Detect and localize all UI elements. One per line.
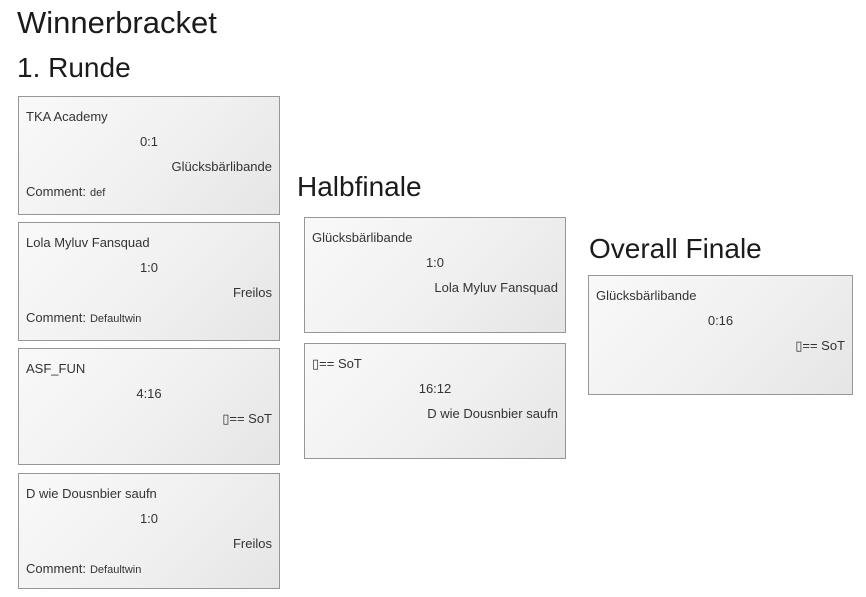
round-title-overall-finale: Overall Finale	[589, 233, 762, 264]
team2-name: Freilos	[232, 285, 272, 300]
match-score: 1:0	[139, 511, 159, 526]
comment-value: Defaultwin	[89, 313, 142, 325]
team1-name: Glücksbärlibande	[312, 230, 413, 245]
match-card[interactable]: Glücksbärlibande 1:0 Lola Myluv Fansquad	[304, 217, 566, 333]
team2-name: Glücksbärlibande	[171, 159, 272, 174]
team1-name: Glücksbärlibande	[596, 288, 697, 303]
match-comment: Comment:def	[26, 179, 272, 204]
match-card[interactable]: D wie Dousnbier saufn 1:0 Freilos Commen…	[18, 473, 280, 589]
match-score: 0:1	[139, 134, 159, 149]
match-score: 1:0	[425, 255, 445, 270]
bracket-title: Winnerbracket	[17, 5, 217, 40]
match-comment: Comment:Defaultwin	[26, 556, 272, 581]
team1-name: D wie Dousnbier saufn	[26, 486, 157, 501]
match-score: 1:0	[139, 260, 159, 275]
match-score: 0:16	[707, 313, 734, 328]
round-title-halbfinale: Halbfinale	[297, 171, 422, 202]
comment-label: Comment:	[26, 184, 86, 199]
team1-name: Lola Myluv Fansquad	[26, 235, 150, 250]
team2-name: ▯== SoT	[222, 411, 272, 426]
match-comment: Comment:Defaultwin	[26, 305, 272, 330]
match-card[interactable]: Lola Myluv Fansquad 1:0 Freilos Comment:…	[18, 222, 280, 341]
team2-name: ▯== SoT	[795, 338, 845, 353]
comment-value: def	[89, 187, 106, 199]
match-card[interactable]: Glücksbärlibande 0:16 ▯== SoT	[588, 275, 853, 395]
comment-label: Comment:	[26, 561, 86, 576]
comment-value: Defaultwin	[89, 564, 142, 576]
round-title-1-runde: 1. Runde	[17, 52, 131, 83]
match-score: 16:12	[418, 381, 452, 396]
team2-name: Freilos	[232, 536, 272, 551]
team2-name: Lola Myluv Fansquad	[434, 280, 558, 295]
team1-name: ▯== SoT	[312, 356, 362, 371]
match-card[interactable]: ▯== SoT 16:12 D wie Dousnbier saufn	[304, 343, 566, 459]
comment-label: Comment:	[26, 310, 86, 325]
match-score: 4:16	[136, 386, 162, 401]
team2-name: D wie Dousnbier saufn	[427, 406, 558, 421]
match-card[interactable]: TKA Academy 0:1 Glücksbärlibande Comment…	[18, 96, 280, 215]
team1-name: ASF_FUN	[26, 361, 86, 376]
match-card[interactable]: ASF_FUN 4:16 ▯== SoT	[18, 348, 280, 465]
team1-name: TKA Academy	[26, 109, 108, 124]
